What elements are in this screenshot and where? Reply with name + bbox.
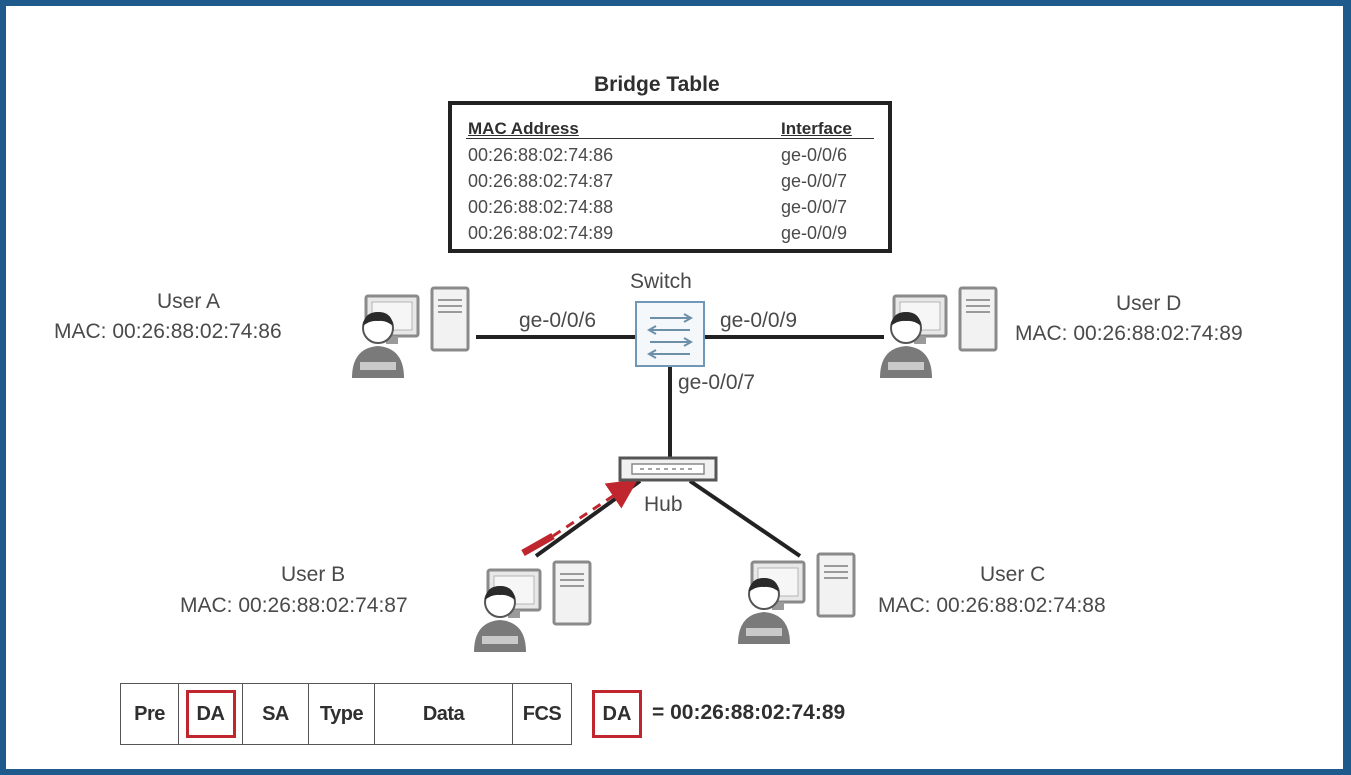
user-c-mac: MAC: 00:26:88:02:74:88	[878, 594, 1106, 617]
table-row: 00:26:88:02:74:89 ge-0/0/9	[452, 223, 888, 249]
link-hub-user-b	[534, 479, 642, 558]
interface-header: Interface	[781, 119, 852, 138]
table-row: 00:26:88:02:74:88 ge-0/0/7	[452, 197, 888, 223]
port-label-d: ge-0/0/9	[720, 309, 798, 332]
hub-label: Hub	[644, 493, 683, 516]
header-divider	[466, 138, 874, 139]
interface-cell: ge-0/0/9	[781, 223, 848, 243]
ethernet-frame: Pre DA SA Type Data FCS	[120, 683, 572, 745]
table-row: 00:26:88:02:74:86 ge-0/0/6	[452, 145, 888, 171]
user-c-pc-icon	[736, 552, 856, 646]
user-d-name: User D	[1116, 292, 1182, 315]
frame-field-da: DA	[179, 684, 243, 744]
bridge-table: MAC Address Interface 00:26:88:02:74:86 …	[448, 101, 892, 253]
frame-field-type: Type	[309, 684, 375, 744]
mac-cell: 00:26:88:02:74:87	[468, 171, 614, 191]
frame-field-pre: Pre	[121, 684, 179, 744]
interface-cell: ge-0/0/7	[781, 171, 848, 191]
switch-label: Switch	[630, 270, 692, 293]
port-label-hub: ge-0/0/7	[678, 371, 756, 394]
mac-cell: 00:26:88:02:74:89	[468, 223, 614, 243]
mac-address-header: MAC Address	[468, 119, 579, 138]
table-row: 00:26:88:02:74:87 ge-0/0/7	[452, 171, 888, 197]
mac-cell: 00:26:88:02:74:88	[468, 197, 614, 217]
user-a-name: User A	[157, 290, 221, 313]
link-hub-user-c	[688, 479, 802, 558]
da-legend-key: DA	[592, 690, 642, 738]
frame-field-sa: SA	[243, 684, 309, 744]
user-a-mac: MAC: 00:26:88:02:74:86	[54, 320, 282, 343]
bridge-table-title: Bridge Table	[594, 73, 720, 96]
frame-field-fcs: FCS	[522, 702, 562, 725]
frame-field-data: Data	[375, 684, 513, 744]
user-b-name: User B	[281, 563, 346, 586]
hub-icon	[618, 456, 718, 482]
user-b-pc-icon	[472, 560, 592, 654]
user-d-pc-icon	[878, 286, 998, 380]
interface-cell: ge-0/0/7	[781, 197, 848, 217]
switch-icon	[635, 301, 705, 367]
frame-arrow-icon	[521, 479, 638, 557]
mac-cell: 00:26:88:02:74:86	[468, 145, 614, 165]
port-label-a: ge-0/0/6	[519, 309, 597, 332]
user-a-pc-icon	[350, 286, 470, 380]
da-legend-value: = 00:26:88:02:74:89	[652, 701, 846, 724]
user-b-mac: MAC: 00:26:88:02:74:87	[180, 594, 408, 617]
da-highlight-box: DA	[185, 690, 236, 738]
user-d-mac: MAC: 00:26:88:02:74:89	[1015, 322, 1243, 345]
user-c-name: User C	[980, 563, 1046, 586]
interface-cell: ge-0/0/6	[781, 145, 848, 165]
